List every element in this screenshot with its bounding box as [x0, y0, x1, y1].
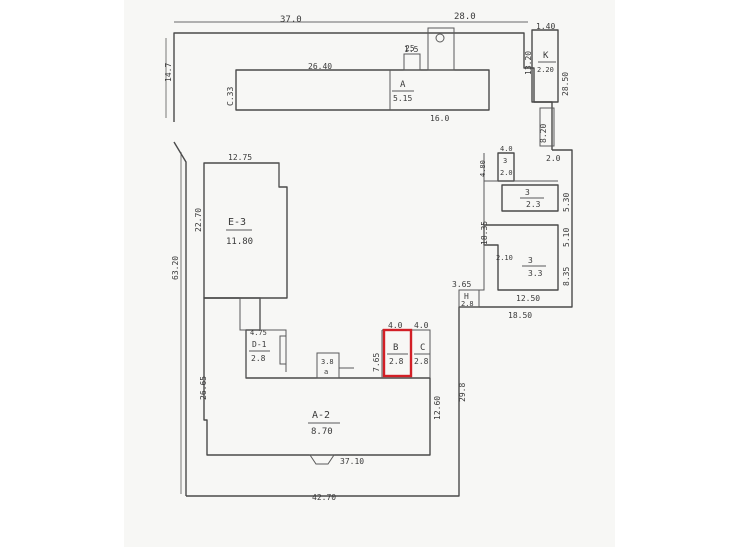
- bottom-door: [309, 454, 335, 465]
- dim-rw-a: 4.80: [479, 160, 487, 177]
- dim-rw-side2: 5.10: [562, 228, 571, 247]
- outer-left-wall: [173, 141, 187, 496]
- room-b-label: B: [393, 343, 398, 353]
- dim-top-right: 28.0: [454, 12, 476, 22]
- room-a2-value: 8.70: [311, 427, 333, 437]
- dim-rw-mid: 18.35: [480, 221, 489, 245]
- dim-rw-low: 2.10: [496, 254, 513, 262]
- stair-value: a: [324, 368, 328, 376]
- room-a2-label: A-2: [312, 410, 330, 421]
- room-k-value: 2.20: [537, 66, 554, 74]
- dim-rw-b: 4.0: [500, 145, 513, 153]
- room-r3-label: 3: [525, 188, 530, 197]
- room-k-label: K: [543, 51, 549, 61]
- dim-bottom-outer: 42.70: [312, 493, 336, 502]
- room-e3-label: E-3: [228, 217, 246, 228]
- upper-protrusion-left: [403, 53, 421, 71]
- stair-box: [316, 352, 340, 379]
- dim-inner-left: C.33: [226, 87, 235, 106]
- room-a-top-value: 5.15: [393, 94, 412, 103]
- k-block-outline: [531, 29, 559, 103]
- room-r4-label: 3: [528, 256, 533, 265]
- outer-lower-wall: [186, 149, 573, 497]
- left-small-window: [239, 297, 261, 331]
- dim-bottom-inner: 37.10: [340, 457, 364, 466]
- room-25-label: 25: [405, 44, 415, 53]
- dim-rw-bottom2: 18.50: [508, 311, 532, 320]
- dim-e3-top: 12.75: [228, 153, 252, 162]
- room-c-value: 2.8: [414, 357, 429, 366]
- dim-e3-side: 22.70: [194, 208, 203, 232]
- dim-room-top-a: 4.0: [388, 321, 403, 330]
- upper-protrusion-right: [427, 27, 455, 71]
- chimney-circle: [435, 33, 445, 43]
- dim-a2-left: 26.65: [199, 376, 208, 400]
- room-d1-value: 2.8: [251, 354, 266, 363]
- paper-sheet: [124, 0, 615, 547]
- room-h-label: H: [464, 292, 469, 301]
- room-r3-value: 2.3: [526, 200, 541, 209]
- room-e3-value: 11.80: [226, 237, 253, 247]
- dim-right-small-b: 2.0: [546, 154, 561, 163]
- dim-inner-top: 26.40: [308, 62, 332, 71]
- dim-left-top: 14.7: [164, 63, 173, 82]
- dim-a2-right: 29.8: [458, 383, 467, 402]
- dim-room-top-b: 4.0: [414, 321, 429, 330]
- room-r4-value: 3.3: [528, 269, 543, 278]
- room-a-top-label: A: [400, 80, 406, 90]
- dim-inner-mid: 1.5: [404, 45, 419, 54]
- room-b-value: 2.8: [389, 357, 404, 366]
- dim-top-corner: 1.40: [536, 22, 555, 31]
- highlight-box: [382, 328, 413, 378]
- dim-inner-bottom: 16.0: [430, 114, 449, 123]
- dim-a2-right-inner: 12.60: [433, 396, 442, 420]
- dim-right-small-a: 8.20: [539, 124, 548, 143]
- room-small-a-value: 2.0: [500, 169, 513, 177]
- dim-rw-side3: 8.35: [562, 267, 571, 286]
- dim-room-left: 7.65: [372, 353, 381, 372]
- h-room-box: [458, 289, 480, 308]
- stair-label: 3.8: [321, 358, 334, 366]
- dim-rw-step: 3.65: [452, 280, 471, 289]
- upper-building-outline: [235, 69, 490, 111]
- dim-rw-side: 5.30: [562, 193, 571, 212]
- dim-rw-bottom: 12.50: [516, 294, 540, 303]
- dim-right-col-b: 28.50: [561, 72, 570, 96]
- room-h-value: 2.8: [461, 300, 474, 308]
- right-wing-room-3b: [501, 184, 559, 212]
- dim-left-outer: 63.20: [171, 256, 180, 280]
- dim-small-top: 4.75: [250, 329, 267, 337]
- room-small-a-label: 3: [503, 157, 507, 165]
- dim-top-left: 37.0: [280, 15, 302, 25]
- room-c-label: C: [420, 343, 425, 353]
- small-right-box: [539, 107, 555, 147]
- room-d1-label: D-1: [252, 340, 267, 349]
- dim-right-col-a: 13.20: [524, 51, 533, 75]
- d1-window: [279, 335, 287, 365]
